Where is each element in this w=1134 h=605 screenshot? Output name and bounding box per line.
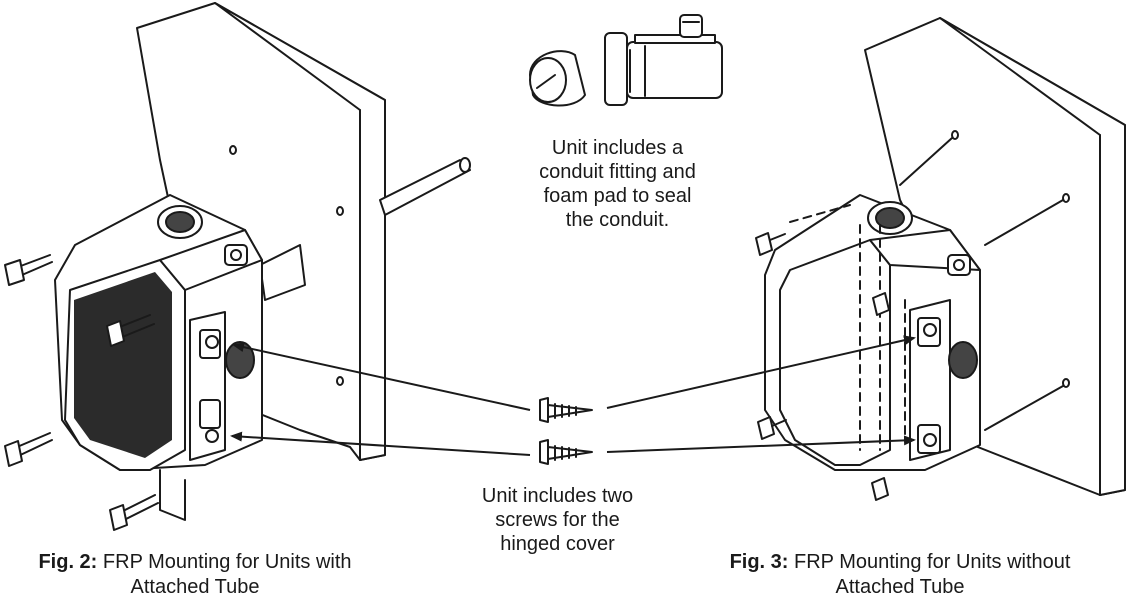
fig2-caption: Fig. 2: FRP Mounting for Units with Atta… [20,550,370,600]
arrow-to-fig2-upper-screw [232,342,531,411]
screws-note: Unit includes two screws for the hinged … [481,485,634,555]
fig3-screws [755,232,890,501]
fig2-screws [4,254,159,531]
conduit-fitting-icon [604,14,723,106]
fig2-enclosure [54,194,263,521]
fig3-wall-panel [864,17,1126,496]
fig3-enclosure [764,194,981,471]
arrow-to-fig3-upper-screw [606,335,916,409]
cover-screws-icon [539,397,593,465]
fig2-text: FRP Mounting for Units with Attached Tub… [102,551,352,598]
arrow-to-fig2-lower-screw [230,431,531,456]
fig3-text: FRP Mounting for Units without Attached … [794,551,1071,598]
fig3-caption: Fig. 3: FRP Mounting for Units without A… [690,550,1110,600]
conduit-note: Unit includes a conduit fitting and foam… [539,137,696,231]
foam-pad-icon [529,50,586,107]
fig3-label: Fig. 3: [729,551,789,573]
arrow-to-fig3-lower-screw [606,435,916,453]
fig2-label: Fig. 2: [38,551,98,573]
fig2-probe-tube [259,157,471,301]
